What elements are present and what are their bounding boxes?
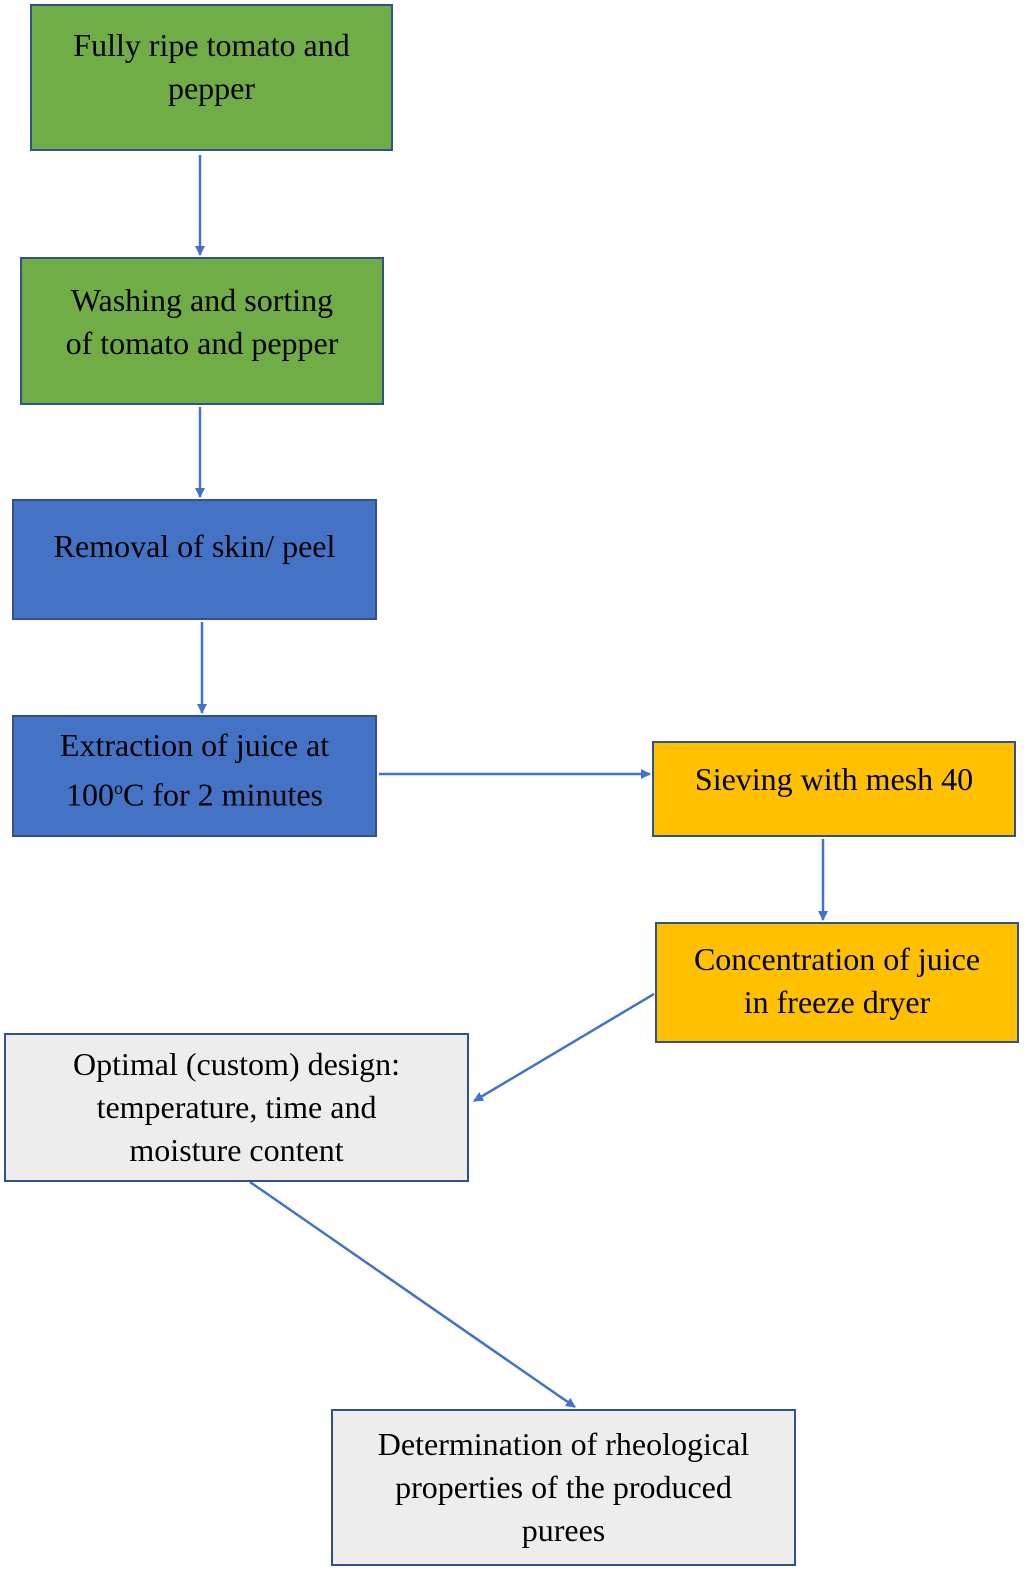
node-determination-line2: properties of the produced [395,1469,732,1505]
node-extraction-temp-suffix: C for 2 minutes [123,776,323,813]
node-peeling-line1: Removal of skin/ peel [53,528,336,564]
node-design: Optimal (custom) design: temperature, ti… [4,1033,469,1182]
node-peeling: Removal of skin/ peel [12,499,377,620]
node-extraction-line1: Extraction of juice at [59,726,330,763]
node-extraction-temp-value: 100 [66,776,114,813]
arrow-design-to-determination [249,1180,576,1409]
node-raw-material: Fully ripe tomato and pepper [30,4,393,151]
node-determination: Determination of rheological properties … [331,1409,796,1566]
node-concentration-line1: Concentration of juice [693,940,981,977]
node-raw-material-line1: Fully ripe tomato and [73,26,350,63]
node-concentration-line2: in freeze dryer [743,983,931,1020]
node-washing-line1: Washing and sorting [70,282,334,318]
node-design-line2: temperature, time and [96,1089,377,1125]
node-washing: Washing and sorting of tomato and pepper [20,257,384,405]
node-determination-line3: purees [521,1512,606,1548]
node-design-line1: Optimal (custom) design: [72,1046,401,1082]
node-washing-line2: of tomato and pepper [65,325,339,361]
node-design-line3: moisture content [129,1132,344,1168]
arrow-concentration-to-design [473,992,655,1103]
node-raw-material-line2: pepper [167,69,256,106]
node-sieving-line1: Sieving with mesh 40 [694,760,974,797]
node-extraction-line2: 100oC for 2 minutes [60,767,329,817]
node-concentration: Concentration of juice in freeze dryer [655,922,1019,1043]
node-sieving: Sieving with mesh 40 [652,741,1016,837]
node-determination-line1: Determination of rheological [377,1426,750,1462]
node-extraction: Extraction of juice at 100oC for 2 minut… [12,715,377,837]
degree-symbol: o [114,777,123,798]
